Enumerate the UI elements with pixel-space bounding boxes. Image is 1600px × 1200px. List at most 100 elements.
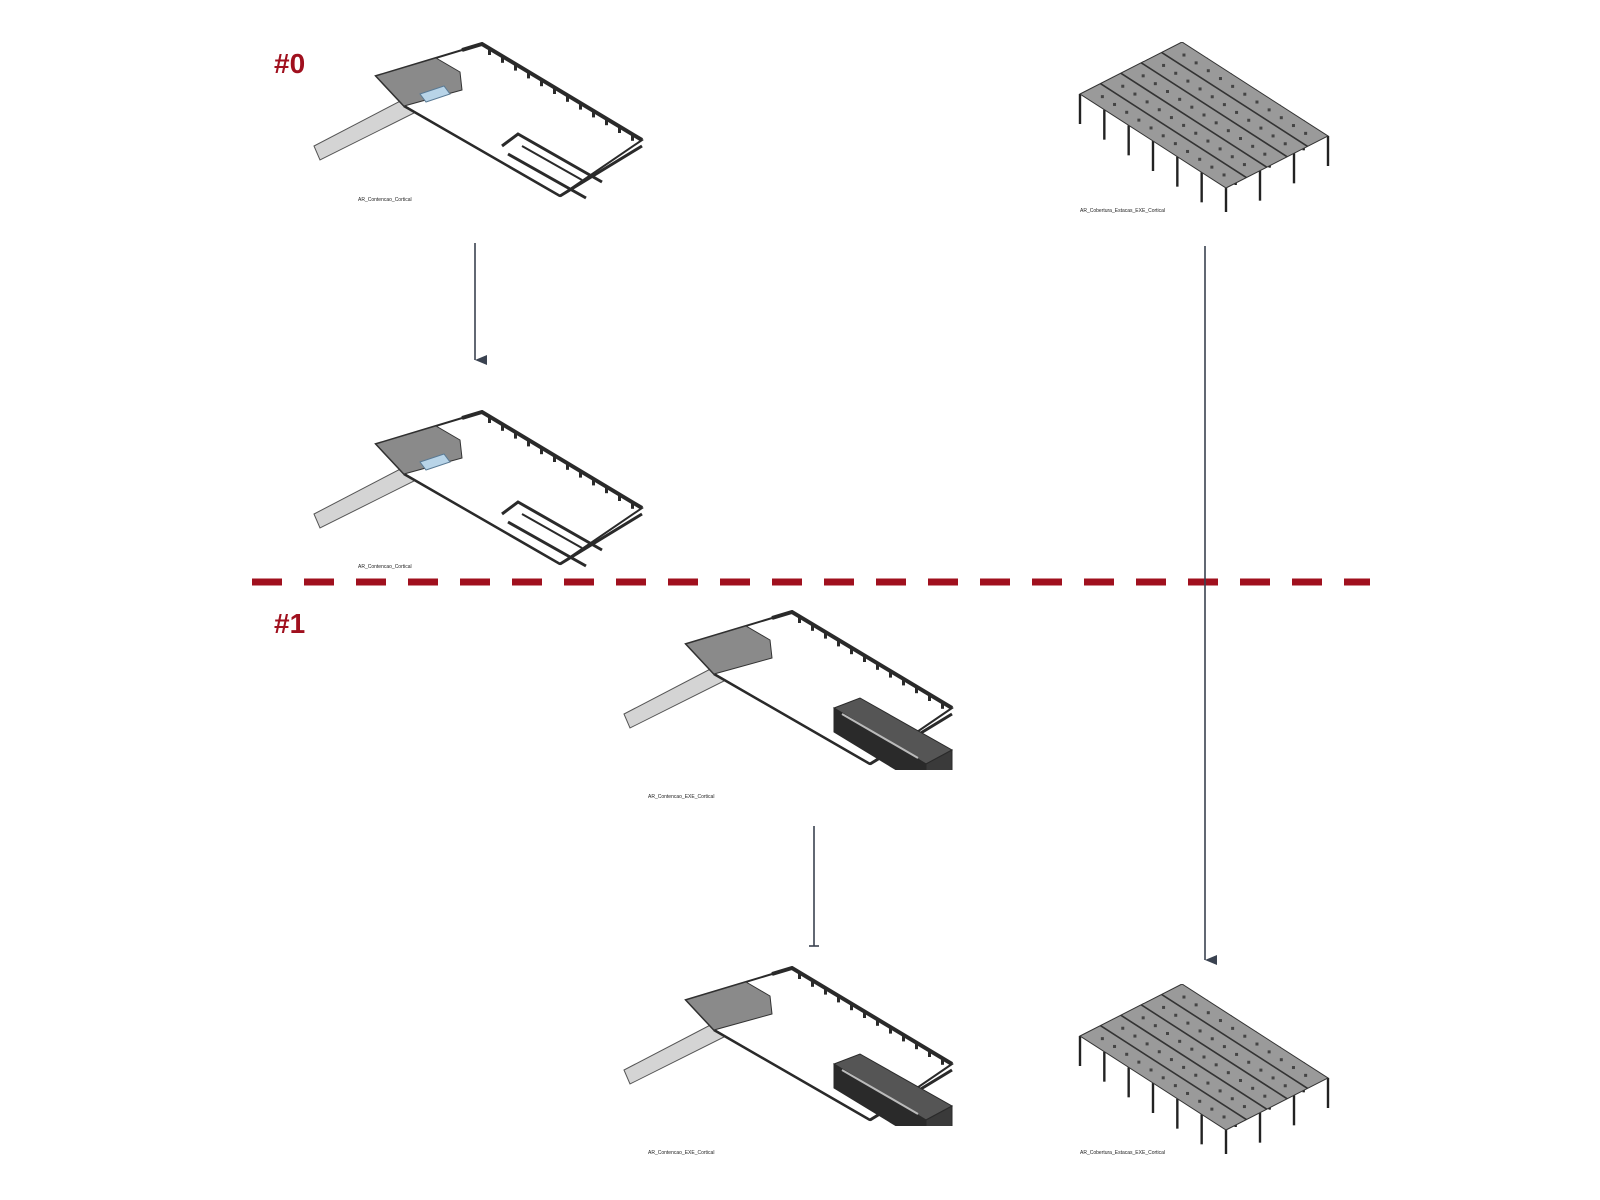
roof-strip-line (1161, 993, 1309, 1090)
roof-opening (1182, 1065, 1186, 1069)
roof-opening (1133, 92, 1137, 96)
wall-buttress (837, 639, 840, 647)
wall-buttress (863, 1011, 866, 1018)
roof-opening (1194, 61, 1198, 65)
roof-opening (1198, 87, 1202, 91)
inner-wall-b (507, 152, 587, 200)
roof-opening (1222, 1045, 1226, 1049)
roof-opening (1173, 1084, 1177, 1088)
side-wall (559, 512, 643, 566)
roof-opening (1267, 108, 1271, 112)
roof-opening (1178, 97, 1182, 101)
roof-opening (1190, 1047, 1194, 1051)
roof-opening (1210, 1107, 1214, 1111)
roof-opening (1121, 84, 1125, 88)
wall-buttress (579, 102, 582, 110)
roof-opening (1206, 1011, 1210, 1015)
roof-opening (1222, 1115, 1226, 1119)
roof-strip-line (1140, 62, 1288, 158)
wall-buttress (540, 79, 543, 87)
roof-opening (1210, 1037, 1214, 1041)
roof-opening (1141, 1016, 1145, 1020)
front-wall (403, 104, 561, 198)
back-wall (461, 41, 644, 142)
roof-opening (1161, 1076, 1165, 1080)
roof-opening (1291, 1066, 1295, 1070)
roof-strip-line (1099, 1024, 1247, 1121)
roof-opening (1239, 1079, 1242, 1082)
roof-opening (1214, 121, 1218, 125)
roof-opening (1100, 1037, 1104, 1041)
roof-opening (1113, 102, 1117, 106)
roof-opening (1231, 1026, 1235, 1030)
wall-buttress (902, 678, 905, 686)
wall-buttress (592, 110, 595, 118)
roof-opening (1283, 142, 1287, 146)
roof-opening (1263, 152, 1267, 156)
roof-opening (1271, 1076, 1275, 1080)
front-wall (403, 472, 561, 566)
model-caption-0: AR_Contencao_Cortical (358, 197, 412, 203)
back-wall (461, 409, 644, 510)
roof-opening (1166, 90, 1169, 93)
model-caption-1: AR_Contencao_Cortical (358, 564, 412, 570)
roof-opening (1137, 1060, 1141, 1064)
roof-opening (1173, 142, 1177, 146)
roof-opening (1190, 105, 1194, 109)
roof-opening (1178, 1039, 1182, 1043)
roof-opening (1243, 1034, 1247, 1038)
roof-opening (1174, 71, 1178, 75)
roof-opening (1153, 82, 1157, 86)
wall-buttress (488, 48, 491, 55)
roof-opening (1137, 118, 1141, 122)
roof-opening (1206, 69, 1210, 73)
roof-opening (1210, 165, 1214, 169)
roof-opening (1259, 1068, 1263, 1072)
inner-wall-a (501, 500, 603, 552)
roof-opening (1145, 100, 1149, 104)
roof-opening (1162, 1005, 1166, 1009)
roof-opening (1255, 1042, 1259, 1046)
roof-opening (1202, 1055, 1206, 1059)
wall-buttress (876, 662, 879, 670)
roof-opening (1251, 1086, 1255, 1090)
model-caption-4: AR_Cobertura_Estacas_EXE_Cortical (1080, 208, 1166, 214)
roof-opening (1231, 84, 1235, 88)
roof-opening (1182, 53, 1186, 57)
wall-buttress (514, 431, 517, 439)
roof-opening (1243, 92, 1247, 96)
roof-opening (1182, 123, 1186, 127)
roof-opening (1263, 1094, 1267, 1098)
wall-buttress (798, 972, 801, 979)
roof-opening (1182, 995, 1186, 999)
inner-wall-c (521, 513, 583, 549)
roof-opening (1186, 149, 1190, 153)
stage-label-0: #0 (274, 48, 306, 79)
glass-panel (419, 85, 451, 103)
wall-buttress (863, 655, 866, 662)
wall-buttress (850, 647, 853, 655)
roof-opening (1226, 1071, 1230, 1075)
roof-opening (1100, 95, 1104, 99)
wall-buttress (514, 63, 517, 71)
inner-wall-a (501, 132, 603, 184)
roof-opening (1125, 110, 1129, 114)
wall-buttress (941, 1057, 944, 1065)
roof-opening (1283, 1084, 1287, 1088)
back-wall (771, 609, 954, 710)
roof-opening (1186, 79, 1190, 83)
roof-opening (1218, 77, 1222, 81)
wall-buttress (941, 701, 944, 709)
gray-slab (685, 625, 773, 675)
basin-ledge (841, 1069, 919, 1115)
roof-opening (1157, 108, 1161, 112)
roof-opening (1218, 147, 1222, 151)
wall-buttress (889, 670, 892, 678)
wall-buttress (553, 87, 556, 94)
roof-strip-line (1120, 1014, 1268, 1110)
side-wall (559, 144, 643, 198)
wall-buttress (527, 71, 530, 79)
inner-wall-c (521, 145, 583, 181)
basin-ledge (841, 713, 919, 759)
